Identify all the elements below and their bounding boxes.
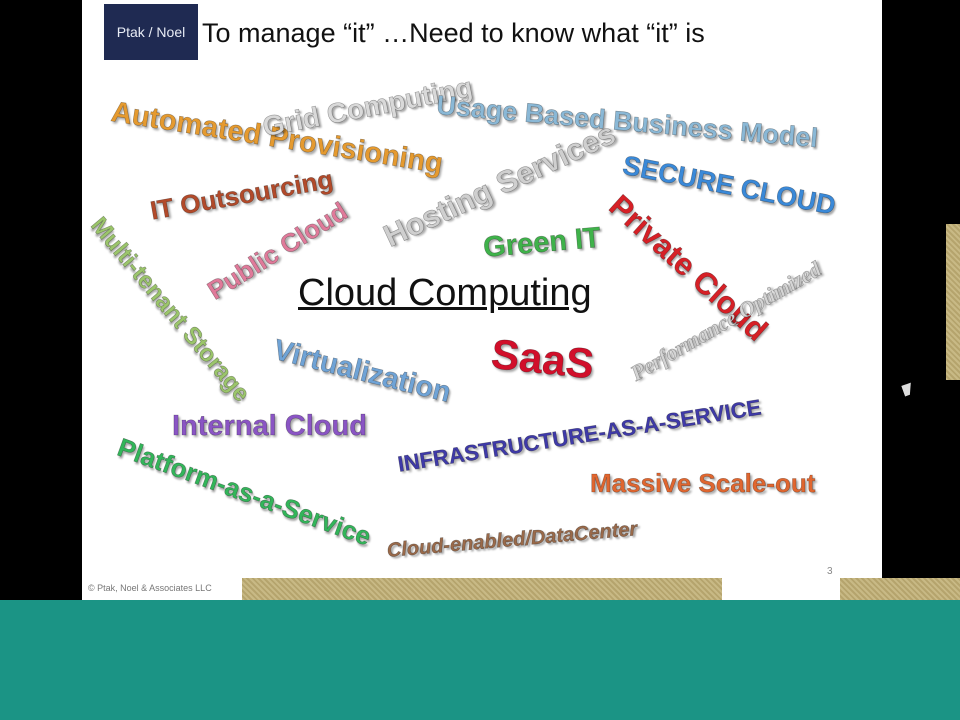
teal-footer-band [0,600,960,720]
word-platform-as-a-service: Platform-as-a-Service [113,432,376,552]
word-private-cloud: Private Cloud [602,188,775,348]
word-virtualization: Virtualization [270,334,455,410]
word-massive-scale-out: Massive Scale-out [590,468,816,499]
mouse-cursor-icon [901,382,915,397]
company-logo: Ptak / Noel [104,4,198,60]
word-infrastructure-as-a-service: INFRASTRUCTURE-AS-A-SERVICE [396,394,763,477]
center-heading: Cloud Computing [298,272,592,314]
word-performance-optimized: Performance Optimized [626,256,826,386]
word-internal-cloud: Internal Cloud [172,410,368,443]
word-cloud-enabled-datacenter: Cloud-enabled/DataCenter [386,518,639,562]
slide-page-number: 3 [827,566,833,577]
slide-title: To manage “it” …Need to know what “it” i… [202,18,705,48]
decorative-bar-bottom-right [840,578,960,600]
decorative-bar-bottom [242,578,722,600]
word-green-it: Green IT [482,221,603,264]
word-saas: SaaS [489,330,597,388]
presentation-slide: Ptak / Noel To manage “it” …Need to know… [82,0,882,600]
slide-footer: © Ptak, Noel & Associates LLC [88,583,212,593]
word-multi-tenant-storage: Multi-tenant Storage [85,212,256,408]
word-secure-cloud: SECURE CLOUD [620,150,839,221]
decorative-side-tab [946,224,960,380]
word-usage-based-business-model: Usage Based Business Model [435,90,820,154]
